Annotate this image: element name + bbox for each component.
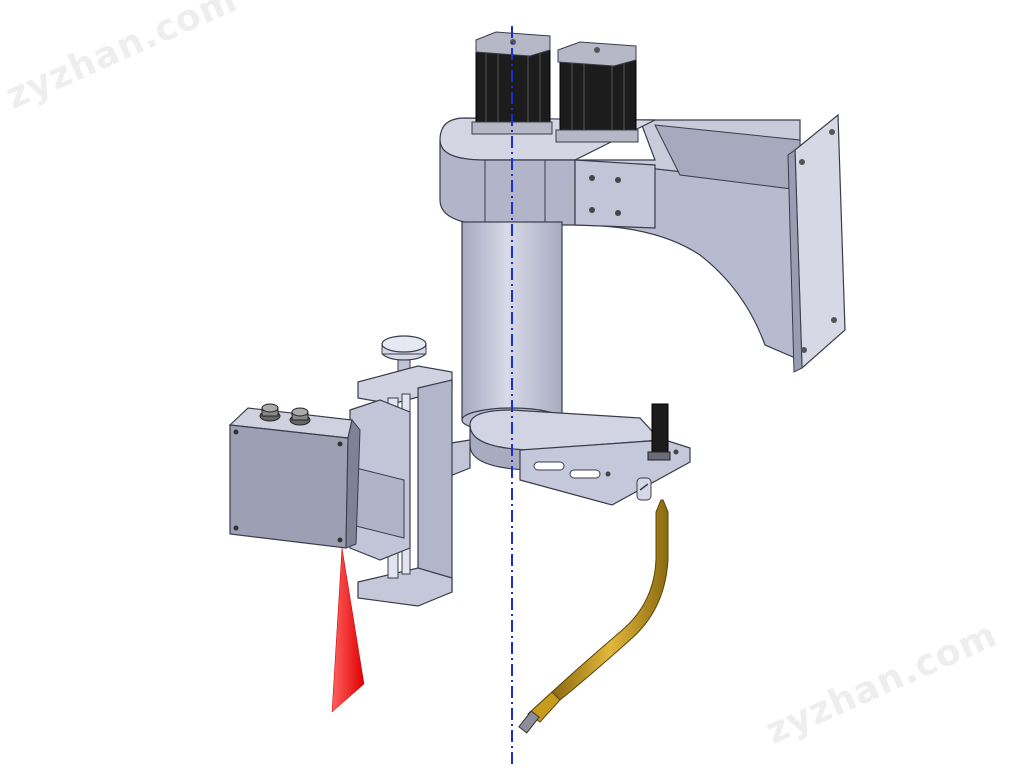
sensor-connector [289, 407, 311, 426]
bracket-bolt [605, 471, 611, 477]
stepper-motor-right [555, 41, 639, 143]
wall-bracket [574, 113, 846, 373]
slot [569, 469, 601, 479]
wall-plate-bolt [799, 159, 805, 165]
housing-side-plate [574, 159, 656, 229]
wall-plate-bolt [831, 317, 837, 323]
side-plate-bolt [589, 175, 595, 181]
wall-plate-bolt [829, 129, 835, 135]
slot [533, 461, 565, 471]
welding-torch [518, 499, 669, 734]
torch-holder [636, 403, 671, 501]
laser-beam [331, 547, 365, 713]
bracket-bolt [673, 449, 679, 455]
torch-tip [518, 710, 540, 734]
side-plate-bolt [589, 207, 595, 213]
slide-frame-bottom [357, 567, 453, 607]
motor-flange-top [557, 41, 637, 67]
wall-plate [794, 113, 846, 370]
sensor-slide [349, 335, 453, 607]
motor-flange-bottom [555, 129, 639, 143]
wall-plate-edge [787, 149, 803, 373]
sensor-connector [259, 403, 281, 422]
side-plate-bolt [615, 210, 621, 216]
torch-neck [551, 499, 669, 701]
sensor-front [229, 424, 349, 549]
sensor-side [345, 418, 361, 549]
side-plate-bolt [615, 177, 621, 183]
wall-plate-bolt [801, 347, 807, 353]
laser-sensor [228, 403, 361, 549]
